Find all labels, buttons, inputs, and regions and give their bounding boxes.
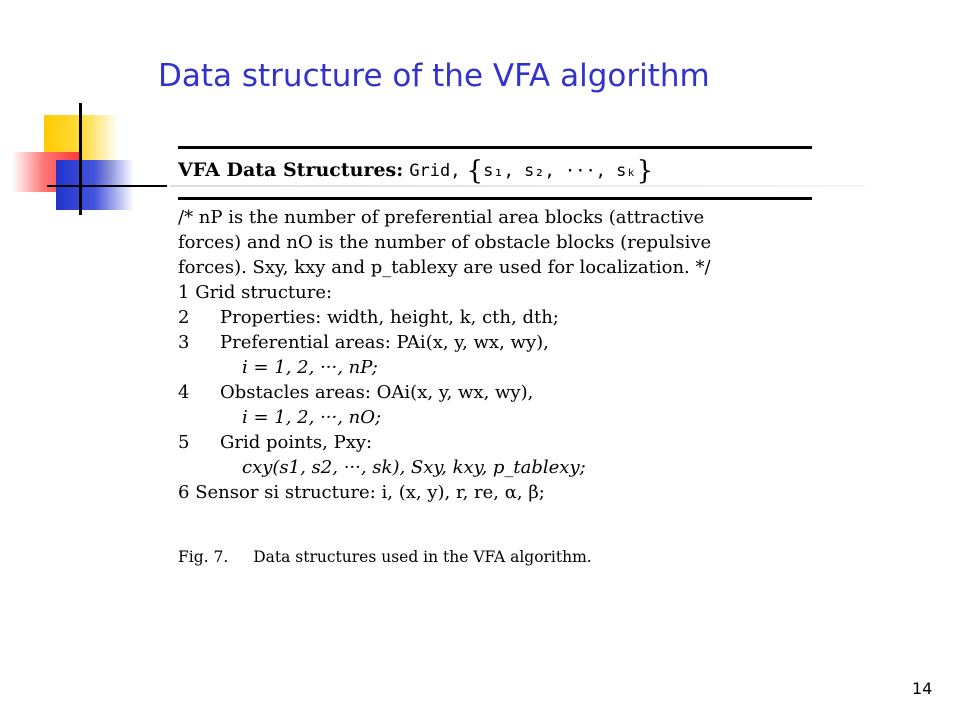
decoration-fade-line — [170, 185, 865, 187]
step-line: cxy(s1, s2, ···, sk), Sxy, kxy, p_tablex… — [178, 456, 586, 480]
step-text: Grid points, Pxy: — [220, 432, 373, 453]
step-line: 1 Grid structure: — [178, 281, 332, 305]
step-number: 2 — [178, 307, 190, 328]
comment-line: forces). Sxy, kxy and p_tablexy are used… — [178, 257, 711, 278]
step-text: i = 1, 2, ···, nP; — [242, 357, 378, 378]
step-line: 6 Sensor si structure: i, (x, y), r, re,… — [178, 481, 545, 505]
heading-sensor-set: s₁, s₂, ···, sₖ — [483, 161, 637, 181]
step-line: i = 1, 2, ···, nO; — [178, 406, 381, 430]
comment-line: forces) and nO is the number of obstacle… — [178, 232, 712, 253]
figure-bottom-rule — [178, 197, 812, 200]
figure-heading: VFA Data Structures: Grid, {s₁, s₂, ···,… — [178, 156, 653, 186]
page-number: 14 — [912, 679, 933, 698]
step-number: 6 — [178, 482, 190, 503]
decoration-horizontal-line — [47, 185, 167, 187]
step-number: 4 — [178, 382, 190, 403]
step-line: 3 Preferential areas: PAi(x, y, wx, wy), — [178, 331, 549, 355]
step-text: Obstacles areas: OAi(x, y, wx, wy), — [220, 382, 534, 403]
heading-close-brace: } — [636, 156, 654, 186]
caption-text: Data structures used in the VFA algorith… — [253, 548, 592, 566]
figure-top-rule — [178, 146, 812, 149]
comment-line: /* nP is the number of preferential area… — [178, 207, 705, 228]
step-line: 2 Properties: width, height, k, cth, dth; — [178, 306, 559, 330]
heading-grid: Grid, — [409, 161, 461, 181]
step-line: 4 Obstacles areas: OAi(x, y, wx, wy), — [178, 381, 533, 405]
step-line: i = 1, 2, ···, nP; — [178, 356, 378, 380]
decoration-vertical-line — [79, 103, 82, 215]
step-line: 5 Grid points, Pxy: — [178, 431, 372, 455]
step-text: cxy(s1, s2, ···, sk), Sxy, kxy, p_tablex… — [242, 457, 586, 478]
step-text: Properties: width, height, k, cth, dth; — [220, 307, 559, 328]
caption-label: Fig. 7. — [178, 548, 229, 566]
step-number: 1 — [178, 282, 190, 303]
step-number: 5 — [178, 432, 190, 453]
step-text: Grid structure: — [195, 282, 333, 303]
step-text: i = 1, 2, ···, nO; — [242, 407, 382, 428]
heading-label: VFA Data Structures: — [178, 159, 404, 181]
step-text: Preferential areas: PAi(x, y, wx, wy), — [220, 332, 549, 353]
heading-open-brace: { — [466, 156, 484, 186]
step-number: 3 — [178, 332, 190, 353]
slide-title: Data structure of the VFA algorithm — [158, 58, 710, 94]
figure-caption: Fig. 7. Data structures used in the VFA … — [178, 548, 592, 566]
step-text: Sensor si structure: i, (x, y), r, re, α… — [195, 482, 545, 503]
